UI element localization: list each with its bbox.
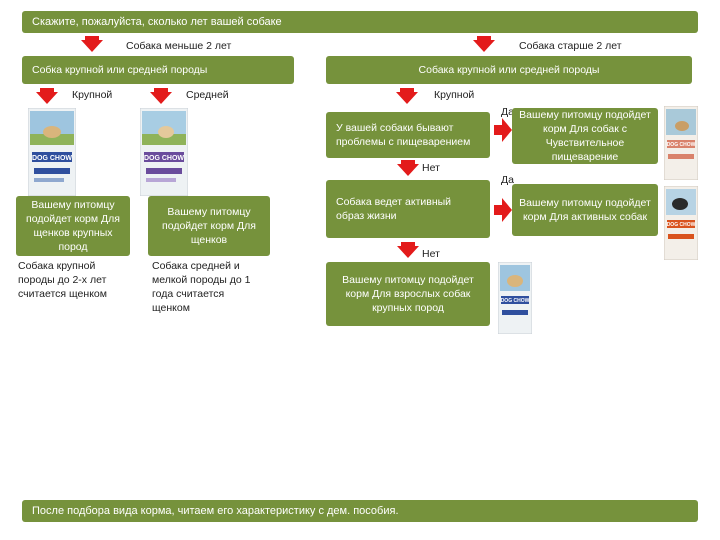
footer-text: После подбора вида корма, читаем его хар… <box>32 505 399 517</box>
active-result-text: Вашему питомцу подойдет корм Для активны… <box>519 197 651 223</box>
young-large-label: Крупной <box>72 89 113 101</box>
arrow-down-icon <box>81 36 103 52</box>
active-pack-image: DOG CHOW <box>664 186 698 260</box>
arrow-down-icon <box>397 242 419 258</box>
young-breed-box: Собка крупной или средней породы <box>22 56 294 84</box>
footer-bar: После подбора вида корма, читаем его хар… <box>22 500 698 522</box>
pack-brand-text: DOG CHOW <box>144 155 184 162</box>
arrow-down-icon <box>150 88 172 104</box>
arrow-right-icon <box>494 118 512 142</box>
puppy-large-pack-image: DOG CHOW <box>28 108 76 196</box>
puppy-large-result-box: Вашему питомцу подойдет корм Для щенков … <box>16 196 130 256</box>
adult-large-result-box: Вашему питомцу подойдет корм Для взрослы… <box>326 262 490 326</box>
question-bar: Скажите, пожалуйста, сколько лет вашей с… <box>22 11 698 33</box>
old-breed-text: Собака крупной или средней породы <box>418 64 600 76</box>
active-result-box: Вашему питомцу подойдет корм Для активны… <box>512 184 658 236</box>
pack-brand-text: DOG CHOW <box>667 222 696 228</box>
pack-brand-text: DOG CHOW <box>32 155 72 162</box>
arrow-down-icon <box>396 88 418 104</box>
no-label-2: Нет <box>422 248 440 260</box>
digestion-question-box: У вашей собаки бывают проблемы с пищевар… <box>326 112 490 158</box>
young-medium-label: Средней <box>186 89 229 101</box>
arrow-down-icon <box>473 36 495 52</box>
no-label-1: Нет <box>422 162 440 174</box>
active-question-box: Собака ведет активный образ жизни <box>326 180 490 238</box>
young-breed-text: Собка крупной или средней породы <box>32 64 208 76</box>
yes-label-2: Да <box>501 174 514 186</box>
puppy-medium-result-box: Вашему питомцу подойдет корм Для щенков <box>148 196 270 256</box>
puppy-medium-result-text: Вашему питомцу подойдет корм Для щенков <box>162 206 256 246</box>
arrow-down-icon <box>397 160 419 176</box>
sensitive-pack-image: DOG CHOW <box>664 106 698 180</box>
branch-young-label: Собака меньше 2 лет <box>126 40 232 52</box>
arrow-right-icon <box>494 198 512 222</box>
active-question-text: Собака ведет активный образ жизни <box>336 196 452 222</box>
pack-brand-text: DOG CHOW <box>667 142 696 148</box>
adult-large-result-text: Вашему питомцу подойдет корм Для взрослы… <box>342 274 474 314</box>
old-large-label: Крупной <box>434 89 475 101</box>
sensitive-result-text: Вашему питомцу подойдет корм Для собак с… <box>519 109 651 163</box>
pack-brand-text: DOG CHOW <box>501 298 530 304</box>
sensitive-result-box: Вашему питомцу подойдет корм Для собак с… <box>512 108 658 164</box>
adult-large-pack-image: DOG CHOW <box>498 262 532 334</box>
digestion-question-text: У вашей собаки бывают проблемы с пищевар… <box>336 122 471 148</box>
old-breed-box: Собака крупной или средней породы <box>326 56 692 84</box>
question-text: Скажите, пожалуйста, сколько лет вашей с… <box>32 16 282 28</box>
puppy-large-result-text: Вашему питомцу подойдет корм Для щенков … <box>26 199 120 253</box>
puppy-large-note: Собака крупной породы до 2-х лет считает… <box>18 260 107 300</box>
branch-old-label: Собака старше 2 лет <box>519 40 622 52</box>
puppy-medium-note: Собака средней и мелкой породы до 1 года… <box>152 260 251 314</box>
puppy-medium-pack-image: DOG CHOW <box>140 108 188 196</box>
arrow-down-icon <box>36 88 58 104</box>
yes-label-1: Да <box>501 106 514 118</box>
